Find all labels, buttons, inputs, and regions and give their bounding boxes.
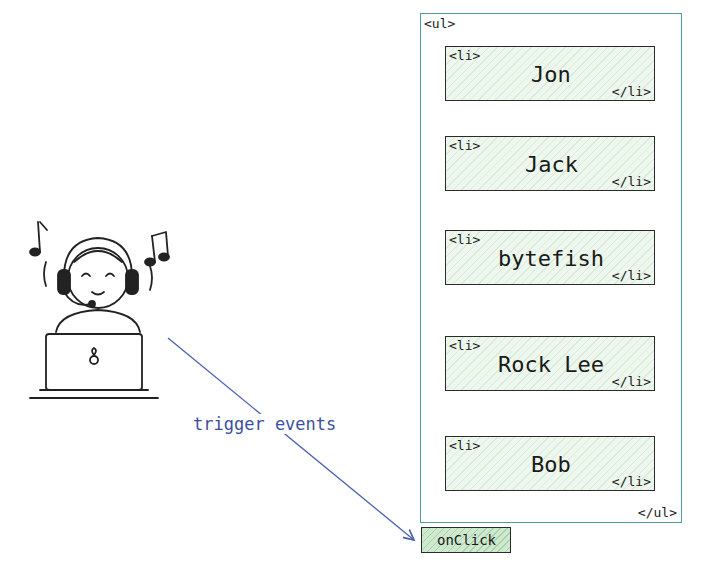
list-item: <li> Bob </li> bbox=[445, 436, 655, 491]
item-name: Rock Lee bbox=[498, 352, 604, 377]
tag-text: </ul> bbox=[638, 505, 677, 520]
item-name: Jack bbox=[525, 152, 578, 177]
trigger-arrow bbox=[168, 338, 414, 540]
item-name: bytefish bbox=[498, 246, 604, 271]
list-item: <li> Jack </li> bbox=[445, 136, 655, 191]
item-name: Jon bbox=[531, 62, 571, 87]
arrow-label: trigger events bbox=[190, 414, 339, 434]
list-container: <ul> </ul> <li> Jon </li> <li> Jack </li> <li> by… bbox=[420, 13, 682, 523]
handler-name: onClick bbox=[437, 532, 496, 548]
tag-text: <li> bbox=[449, 232, 480, 247]
event-handler-box: onClick bbox=[421, 527, 511, 553]
tag-text: </li> bbox=[612, 268, 651, 283]
tag-text: <li> bbox=[449, 438, 480, 453]
tag-text: <li> bbox=[449, 48, 480, 63]
tag-text: <ul> bbox=[424, 16, 455, 31]
tag-text: </li> bbox=[612, 474, 651, 489]
list-item: <li> Rock Lee </li> bbox=[445, 336, 655, 391]
tag-text: </li> bbox=[612, 374, 651, 389]
tag-text: <li> bbox=[449, 138, 480, 153]
list-item: <li> Jon </li> bbox=[445, 46, 655, 101]
tag-text: </li> bbox=[612, 84, 651, 99]
tag-text: <li> bbox=[449, 338, 480, 353]
tag-text: </li> bbox=[612, 174, 651, 189]
list-item: <li> bytefish </li> bbox=[445, 230, 655, 285]
item-name: Bob bbox=[531, 452, 571, 477]
